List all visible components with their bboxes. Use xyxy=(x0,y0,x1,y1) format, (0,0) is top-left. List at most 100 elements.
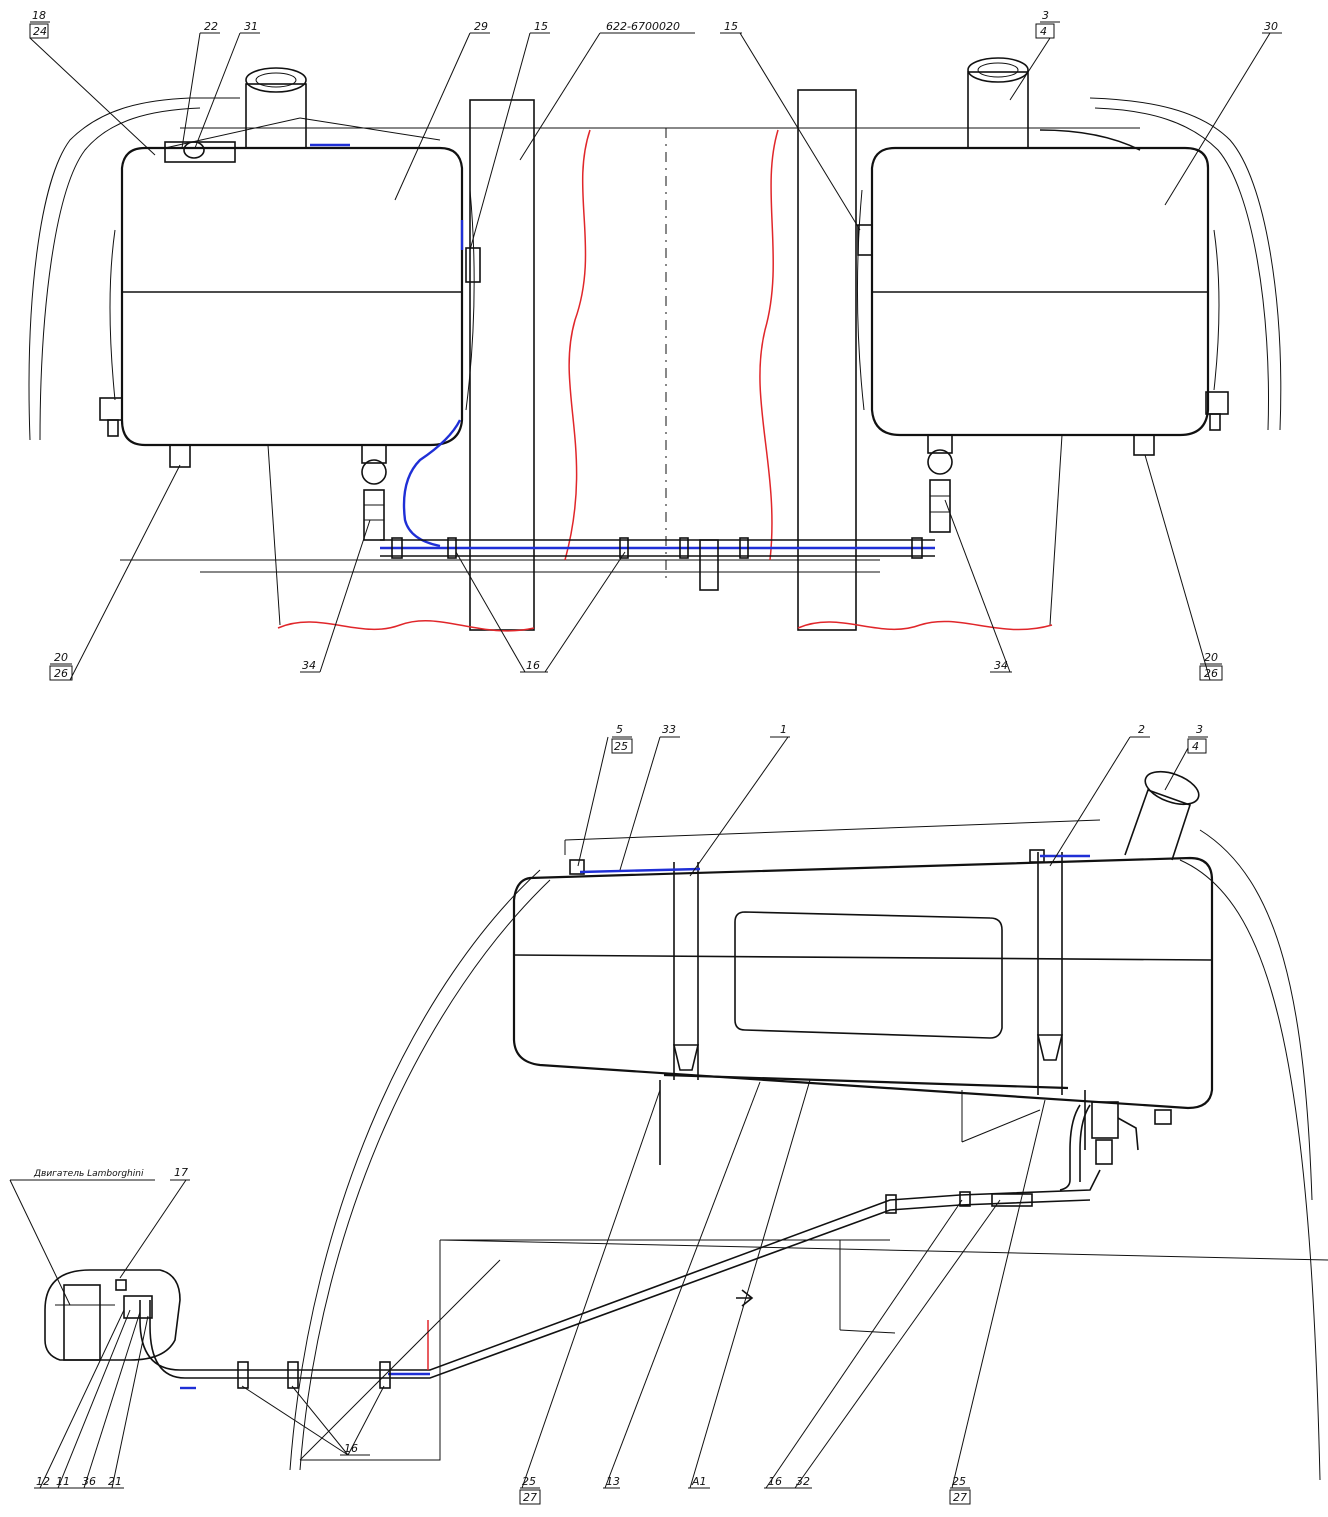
right-tank-side-rib-2 xyxy=(856,189,865,411)
left-mount-bolt xyxy=(107,419,119,437)
label-20-left: 20 xyxy=(54,651,68,664)
label-4-top: 4 xyxy=(1040,25,1047,38)
right-side-clip xyxy=(857,224,873,256)
label-16-engine: 16 xyxy=(344,1442,358,1455)
side-view: 5 25 33 1 2 3 4 Двигатель Lamborghini 17… xyxy=(9,723,1328,1505)
side-vent-hose xyxy=(579,867,701,874)
label-21: 21 xyxy=(108,1475,122,1488)
label-25-top: 25 xyxy=(614,740,628,753)
side-tank-seam xyxy=(513,954,1213,961)
label-1: 1 xyxy=(780,723,787,736)
top-view: 18 24 22 31 29 15 622-6700020 15 3 4 30 … xyxy=(28,9,1282,681)
side-filler-cap xyxy=(1144,770,1200,806)
label-ref-doc: 622-6700020 xyxy=(606,20,680,33)
left-tank-side-rib-2 xyxy=(465,189,475,411)
label-34-right: 34 xyxy=(994,659,1008,672)
label-36: 36 xyxy=(82,1475,96,1488)
label-27-right: 27 xyxy=(953,1491,967,1504)
label-engine: Двигатель Lamborghini xyxy=(33,1169,144,1179)
fuel-main-line xyxy=(139,1169,1101,1371)
label-29: 29 xyxy=(474,20,488,33)
label-26-right: 26 xyxy=(1204,667,1218,680)
left-mount-bracket xyxy=(99,397,123,421)
label-25-right: 25 xyxy=(952,1475,966,1488)
label-16-top: 16 xyxy=(526,659,540,672)
engine-mount xyxy=(63,1284,101,1361)
left-fender-outline xyxy=(28,97,240,441)
left-tank xyxy=(120,146,464,447)
right-valve-fitting xyxy=(929,479,951,533)
side-fender-right xyxy=(1179,859,1321,1481)
label-2: 2 xyxy=(1138,723,1145,736)
label-15-left: 15 xyxy=(534,20,548,33)
right-mount-bracket xyxy=(1205,391,1229,415)
side-fender-arc-inner xyxy=(299,879,551,1471)
right-mount-bolt xyxy=(1209,413,1221,431)
break-line-bottom-right xyxy=(797,620,1053,631)
fuel-main-line-3 xyxy=(1059,1104,1081,1191)
label-33: 33 xyxy=(662,723,676,736)
label-3-side: 3 xyxy=(1196,723,1203,736)
break-line-right xyxy=(759,129,779,561)
fuel-pipe-left-riser xyxy=(402,419,462,548)
left-strap-line xyxy=(164,117,301,149)
label-20-right: 20 xyxy=(1204,651,1218,664)
section-mark xyxy=(736,1289,754,1307)
side-valve xyxy=(1091,1101,1119,1139)
label-27-left: 27 xyxy=(523,1491,537,1504)
right-tank xyxy=(870,146,1210,437)
side-strap-clip-1 xyxy=(569,859,585,875)
center-frame-left-post xyxy=(469,99,535,631)
label-a1: А1 xyxy=(691,1475,707,1488)
strap-1-tensioner xyxy=(672,1044,700,1071)
label-15-right: 15 xyxy=(724,20,738,33)
break-line-left xyxy=(564,129,591,561)
label-30: 30 xyxy=(1264,20,1278,33)
tee-fitting xyxy=(699,539,719,591)
left-filler-cap xyxy=(245,67,307,93)
label-25-left: 25 xyxy=(522,1475,536,1488)
left-valve-body xyxy=(361,444,387,464)
left-fender-outline-inner xyxy=(39,107,201,441)
label-16-side: 16 xyxy=(768,1475,782,1488)
left-drain-plug xyxy=(169,444,191,468)
label-3-top: 3 xyxy=(1042,9,1049,22)
right-filler-cap xyxy=(967,57,1029,83)
label-13: 13 xyxy=(606,1475,620,1488)
floor-outline xyxy=(410,1240,441,1461)
right-tank-side-rib xyxy=(1213,229,1220,391)
break-line-bottom-left xyxy=(277,619,535,632)
label-11: 11 xyxy=(56,1475,70,1488)
side-tank xyxy=(512,856,1214,1110)
side-tank-panel xyxy=(734,911,1003,1039)
label-4-side: 4 xyxy=(1192,740,1199,753)
label-18: 18 xyxy=(32,9,46,22)
left-valve-fitting xyxy=(363,489,385,541)
right-fender-outline-inner xyxy=(1094,107,1269,431)
left-sender-unit xyxy=(164,141,236,163)
right-vent-hose xyxy=(1039,129,1141,151)
left-sender-cap xyxy=(183,141,205,159)
side-fender-right-2 xyxy=(1199,829,1313,1201)
right-valve-body xyxy=(927,434,953,454)
label-34-left: 34 xyxy=(302,659,316,672)
center-frame-right-post xyxy=(797,89,857,631)
label-26-left: 26 xyxy=(54,667,68,680)
right-filler-neck xyxy=(967,71,1029,149)
label-5: 5 xyxy=(616,723,623,736)
left-side-clip xyxy=(465,247,481,283)
left-valve-handle xyxy=(361,459,387,485)
left-tank-side-rib xyxy=(109,229,116,401)
label-24-top: 24 xyxy=(33,25,47,38)
right-valve-handle xyxy=(927,449,953,475)
left-filler-neck xyxy=(245,83,307,149)
label-32: 32 xyxy=(796,1475,810,1488)
right-filler-cap-inner xyxy=(977,62,1019,78)
fuel-main-line-2 xyxy=(149,1199,1091,1379)
side-top-rail xyxy=(564,819,1101,841)
engine-block xyxy=(44,1269,181,1361)
left-strap-line-2 xyxy=(299,117,441,141)
left-filler-cap-inner xyxy=(255,72,297,88)
strap-2-tensioner xyxy=(1036,1034,1064,1061)
